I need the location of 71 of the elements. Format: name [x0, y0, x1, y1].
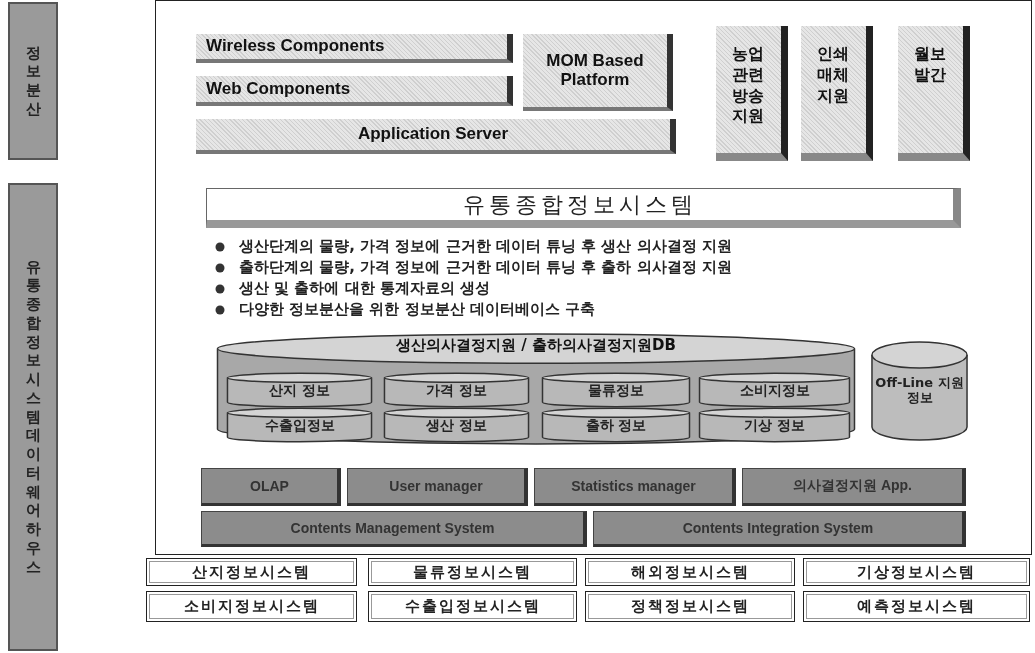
bullet-text: 생산 및 출하에 대한 통계자료의 생성 [239, 279, 491, 298]
block-label: 인쇄 매체 지원 [816, 44, 851, 107]
data-cylinder [383, 373, 530, 407]
side-band [8, 183, 58, 651]
service-block [716, 26, 788, 161]
data-label: 소비지정보 [739, 381, 810, 399]
module-bar [201, 468, 341, 506]
data-label: 기상 정보 [744, 416, 805, 434]
system-label: 해외정보시스템 [630, 562, 750, 582]
data-label: 물류정보 [588, 381, 644, 399]
data-label: 생산 정보 [426, 416, 487, 434]
module-label: 의사결정지원 App. [793, 477, 912, 495]
platform-block [196, 76, 513, 106]
module-bar [742, 468, 966, 506]
database-label: 생산의사결정지원 / 출하의사결정지원DB [396, 337, 676, 355]
module-label: OLAP [250, 478, 289, 494]
database-cylinder [871, 341, 968, 441]
data-cylinder [541, 408, 691, 442]
module-bar [593, 511, 966, 547]
banner-title: 유통종합정보시스템 [463, 190, 697, 219]
platform-block [196, 34, 513, 63]
data-cylinder [226, 408, 373, 442]
system-box [368, 591, 577, 622]
data-cylinder [541, 373, 691, 407]
bullet-text: 다양한 정보분산을 위한 정보분산 데이터베이스 구축 [239, 300, 596, 319]
data-cylinder [698, 408, 851, 442]
block-label: Web Components [206, 79, 351, 99]
system-label: 예측정보시스템 [857, 597, 976, 616]
block-label: 농업 관련 방송 지원 [731, 44, 766, 128]
data-label: 출하 정보 [585, 416, 647, 434]
system-box [368, 558, 577, 586]
system-box [146, 558, 357, 586]
system-label: 물류정보시스템 [413, 562, 532, 582]
data-label: 산지 정보 [269, 381, 330, 399]
service-block [898, 26, 970, 161]
title-banner [206, 188, 961, 228]
bullet-text: 출하단계의 물량, 가격 정보에 근거한 데이터 튜닝 후 출하 의사결정 지원 [239, 258, 732, 277]
system-label: 수출입정보시스템 [404, 597, 541, 616]
module-label: User manager [389, 478, 483, 494]
system-box [146, 591, 357, 622]
block-label: MOM Based Platform [545, 51, 645, 90]
system-label: 소비지정보시스템 [183, 597, 320, 616]
service-block [801, 26, 873, 161]
platform-block [523, 34, 673, 111]
band-label: 정보분산 [25, 43, 41, 119]
block-label: 월보 발간 [913, 44, 948, 86]
data-cylinder [383, 408, 530, 442]
module-bar [347, 468, 528, 506]
system-label: 기상정보시스템 [857, 562, 976, 582]
data-label: 수출입정보 [264, 416, 335, 434]
module-label: Contents Integration System [682, 520, 874, 536]
system-box [585, 558, 795, 586]
system-box [803, 558, 1030, 586]
side-band [8, 2, 58, 160]
band-label: 유통종합정보시스템 데이터웨어하우스 [25, 257, 41, 577]
module-label: Contents Management System [290, 520, 495, 536]
module-bar [534, 468, 736, 506]
database-label: Off-Line 지원정보 [874, 376, 965, 406]
block-label: Wireless Components [206, 37, 385, 56]
module-bar [201, 511, 587, 547]
data-label: 가격 정보 [426, 381, 487, 399]
platform-block [196, 119, 676, 154]
system-label: 정책정보시스템 [630, 597, 750, 616]
module-label: Statistics manager [571, 478, 696, 494]
system-box [585, 591, 795, 622]
data-cylinder [226, 373, 373, 407]
system-label: 산지정보시스템 [192, 562, 311, 582]
system-box [803, 591, 1030, 622]
block-label: Application Server [357, 125, 509, 144]
data-cylinder [698, 373, 851, 407]
frame-box [155, 0, 1032, 555]
